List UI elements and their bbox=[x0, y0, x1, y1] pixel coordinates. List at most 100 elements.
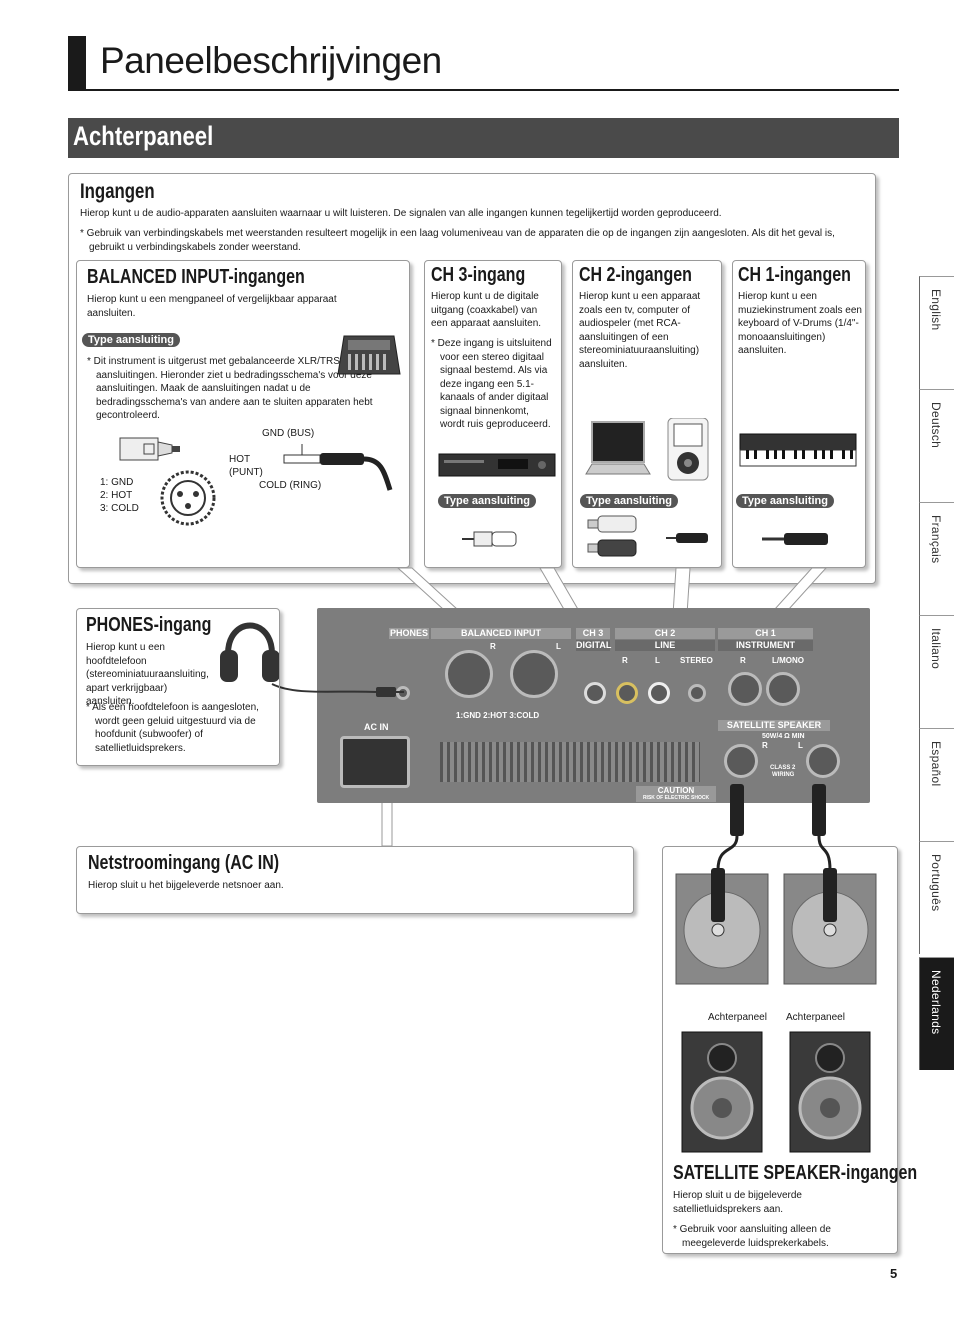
panel-label-sat-speaker: SATELLITE SPEAKER bbox=[718, 720, 830, 731]
trs-cold-label: COLD (RING) bbox=[259, 480, 322, 491]
keyboard-image bbox=[739, 433, 857, 467]
panel-ch2-l: L bbox=[655, 656, 660, 665]
panel-label-digital: DIGITAL bbox=[576, 640, 612, 651]
rca-plugs-image bbox=[587, 515, 708, 557]
tab-english[interactable]: English bbox=[919, 276, 954, 389]
mixer-image bbox=[337, 335, 401, 375]
ch1-type-pill: Type aansluiting bbox=[736, 494, 834, 508]
mono-plug-image bbox=[762, 533, 828, 545]
phones-text: Hierop kunt u een hoofdtelefoon (stereom… bbox=[86, 642, 209, 707]
rca-jack-l bbox=[648, 682, 670, 704]
caution-plate: CAUTION RISK OF ELECTRIC SHOCK bbox=[636, 786, 716, 802]
xlr-jack-r bbox=[445, 650, 493, 698]
balanced-note: * Dit instrument is uitgerust met gebala… bbox=[87, 356, 373, 421]
ch1-heading: CH 1-ingangen bbox=[738, 264, 851, 286]
tab-italiano[interactable]: Italiano bbox=[919, 615, 954, 728]
coax-jack bbox=[584, 682, 606, 704]
panel-ch1-r: R bbox=[740, 656, 746, 665]
panel-label-ch1: CH 1 bbox=[718, 628, 813, 639]
ch2-heading: CH 2-ingangen bbox=[579, 264, 692, 286]
ch2-text: Hierop kunt u een apparaat zoals een tv,… bbox=[579, 291, 701, 370]
ch3-text: Hierop kunt u de digitale uitgang (coaxk… bbox=[431, 291, 542, 329]
panel-label-line: LINE bbox=[615, 640, 715, 651]
panel-label-ch3: CH 3 bbox=[576, 628, 610, 639]
vent-grille bbox=[440, 742, 700, 782]
panel-sat-spec: 50W/4 Ω MIN bbox=[762, 733, 805, 740]
panel-label-ch2: CH 2 bbox=[615, 628, 715, 639]
balanced-box bbox=[76, 260, 410, 568]
panel-sat-l: L bbox=[798, 741, 803, 750]
panel-label-phones: PHONES bbox=[389, 628, 429, 639]
trs-plug-image bbox=[283, 444, 393, 491]
panel-label-instrument: INSTRUMENT bbox=[718, 640, 813, 651]
panel-xlr-legend: 1:GND 2:HOT 3:COLD bbox=[456, 711, 540, 720]
acin-heading: Netstroomingang (AC IN) bbox=[88, 852, 280, 874]
trs-punt-label: (PUNT) bbox=[229, 467, 263, 478]
title-bar-accent bbox=[68, 36, 86, 90]
sat-jack-l bbox=[806, 744, 840, 778]
tab-francais[interactable]: Français bbox=[919, 502, 954, 615]
balanced-text: Hierop kunt u een mengpaneel of vergelij… bbox=[87, 294, 337, 319]
page-number: 5 bbox=[890, 1266, 898, 1281]
panel-ch2-r: R bbox=[622, 656, 628, 665]
ch2-box bbox=[572, 260, 722, 568]
ingangen-heading: Ingangen bbox=[80, 180, 155, 203]
ch3-box bbox=[424, 260, 562, 568]
trs-gnd-label: GND (BUS) bbox=[262, 428, 315, 439]
balanced-type-pill: Type aansluiting bbox=[82, 333, 180, 347]
satellite-heading: SATELLITE SPEAKER-ingangen bbox=[673, 1162, 918, 1184]
xlr-pin-list: 1: GND 2: HOT 3: COLD bbox=[100, 477, 139, 514]
xlr-jack-l bbox=[510, 650, 558, 698]
satellite-text: Hierop sluit u de bijgeleverde satelliet… bbox=[673, 1190, 802, 1215]
section-title: Achterpaneel bbox=[73, 121, 214, 151]
cd-player-image bbox=[438, 453, 556, 477]
speaker-cables-image bbox=[675, 784, 877, 985]
sat-jack-r bbox=[724, 744, 758, 778]
ch3-type-pill: Type aansluiting bbox=[438, 494, 536, 508]
balanced-heading: BALANCED INPUT-ingangen bbox=[87, 266, 305, 288]
panel-ch2-stereo: STEREO bbox=[680, 656, 713, 665]
ch1-box bbox=[732, 260, 866, 568]
tab-espanol[interactable]: Español bbox=[919, 728, 954, 841]
speakers-front-image bbox=[681, 1031, 871, 1153]
acin-text: Hierop sluit u het bijgeleverde netsnoer… bbox=[88, 880, 284, 891]
ch1-text: Hierop kunt u een muziekinstrument zoals… bbox=[738, 291, 862, 356]
panel-ac-in: AC IN bbox=[364, 722, 389, 732]
page-title: Paneelbeschrijvingen bbox=[100, 40, 442, 81]
satellite-note: * Gebruik voor aansluiting alleen de mee… bbox=[673, 1224, 831, 1249]
acin-box bbox=[76, 846, 634, 914]
trs-hot-label: HOT bbox=[229, 454, 251, 465]
xlr-socket-image bbox=[160, 470, 216, 526]
mini-jack-stereo bbox=[688, 684, 706, 702]
panel-balanced-l: L bbox=[556, 642, 561, 651]
ingangen-text: Hierop kunt u de audio-apparaten aanslui… bbox=[80, 208, 722, 219]
laptop-ipod-image bbox=[585, 418, 709, 481]
ch3-note: * Deze ingang is uitsluitend voor een st… bbox=[431, 338, 552, 430]
phones-box bbox=[76, 608, 280, 766]
quarter-jack-r bbox=[728, 672, 762, 706]
tab-deutsch[interactable]: Deutsch bbox=[919, 389, 954, 502]
panel-balanced-r: R bbox=[490, 642, 496, 651]
ch3-heading: CH 3-ingang bbox=[431, 264, 526, 286]
coax-plug-image bbox=[462, 531, 517, 547]
panel-label-balanced: BALANCED INPUT bbox=[431, 628, 571, 639]
phones-heading: PHONES-ingang bbox=[86, 614, 212, 636]
title-rule bbox=[68, 89, 899, 91]
section-banner bbox=[68, 118, 899, 158]
back-label-right: Achterpaneel bbox=[786, 1012, 845, 1023]
panel-ch1-lmono: L/MONO bbox=[772, 656, 804, 665]
ch2-type-pill: Type aansluiting bbox=[580, 494, 678, 508]
phones-note: * Als een hoofdtelefoon is aangesloten, … bbox=[86, 702, 259, 754]
quarter-jack-l bbox=[766, 672, 800, 706]
panel-wiring: WIRING bbox=[772, 772, 795, 778]
ingangen-note: * Gebruik van verbindingskabels met weer… bbox=[80, 228, 835, 253]
rca-jack-r bbox=[616, 682, 638, 704]
panel-sat-r: R bbox=[762, 741, 768, 750]
tab-nederlands[interactable]: Nederlands bbox=[919, 957, 954, 1070]
headphones-image bbox=[220, 622, 404, 697]
xlr-plug-image bbox=[119, 437, 180, 461]
tab-portugues[interactable]: Português bbox=[919, 841, 954, 954]
back-label-left: Achterpaneel bbox=[708, 1012, 767, 1023]
ac-socket bbox=[340, 736, 410, 788]
panel-class2: CLASS 2 bbox=[770, 765, 796, 771]
